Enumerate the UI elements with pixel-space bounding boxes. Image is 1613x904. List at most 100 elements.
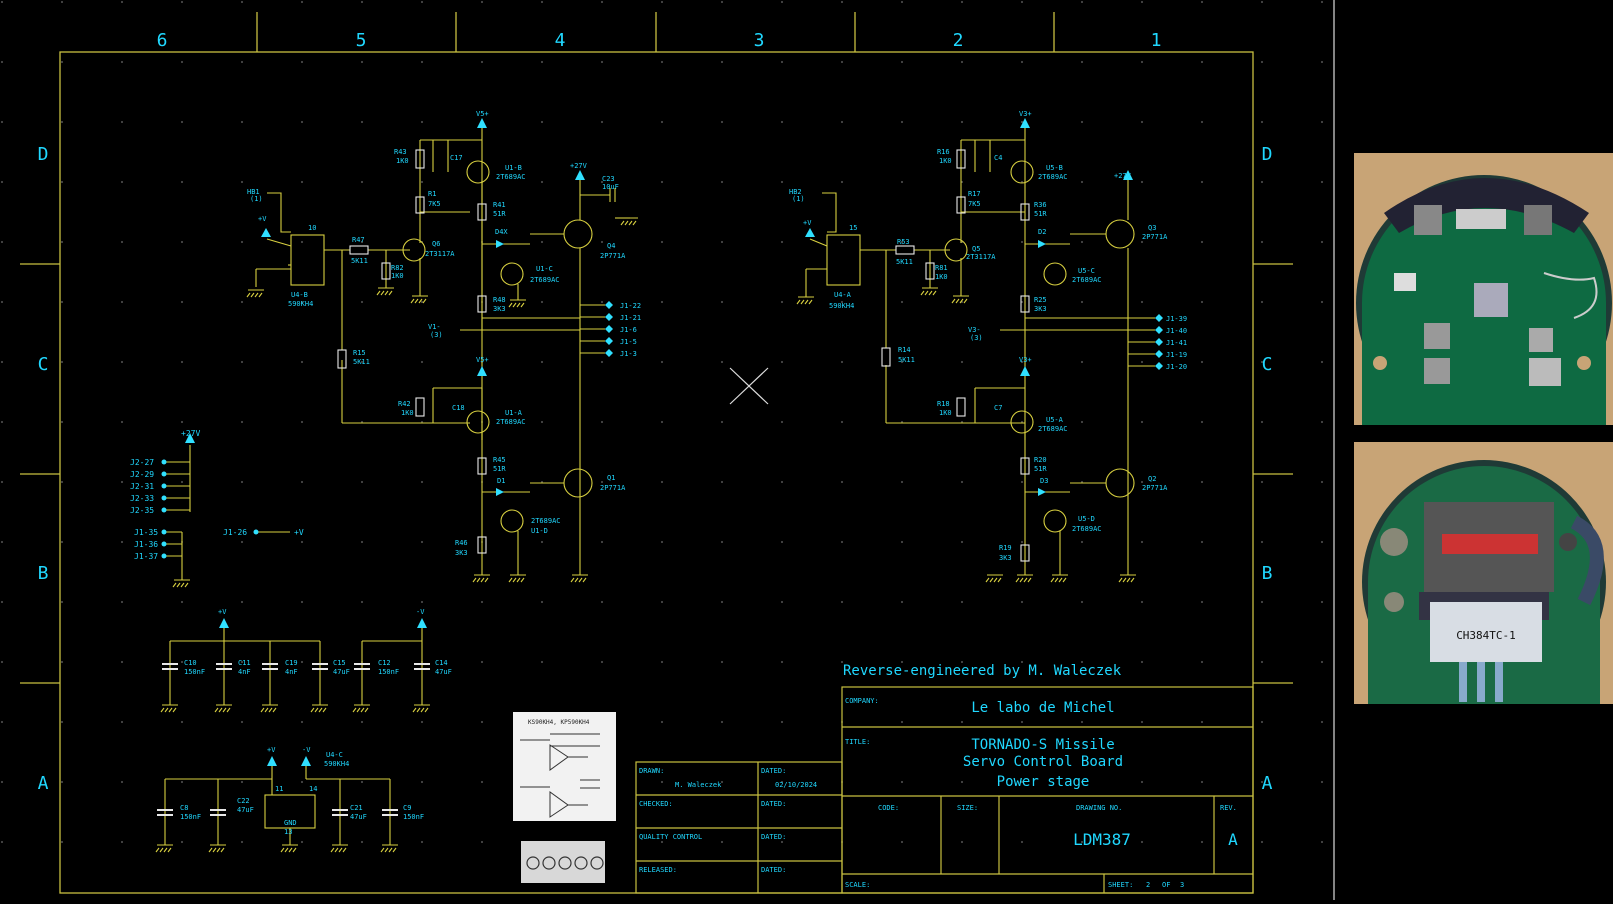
quality-label: QUALITY CONTROL <box>639 833 702 841</box>
j1-26-label: J1-26 <box>223 528 247 537</box>
left-c23-name: C23 <box>602 175 615 183</box>
left-u1c-name: U1-C <box>536 265 553 273</box>
left-r45-name: R45 <box>493 456 506 464</box>
left-jpin-4: J1-3 <box>620 350 637 358</box>
left-u1d-name: U1-D <box>531 527 548 535</box>
right-r53-value: 5K11 <box>896 258 913 266</box>
c10-value: 150nF <box>184 668 205 676</box>
left-r42-name: R42 <box>398 400 411 408</box>
c21-name: C21 <box>350 804 363 812</box>
u4c-gnd: GND <box>284 819 297 827</box>
c15-value: 47uF <box>333 668 350 676</box>
left-jpin-3: J1-5 <box>620 338 637 346</box>
schematic-sheet: 6 5 4 3 2 1 D C B A D C B A <box>0 0 1335 900</box>
sheet-label: SHEET: <box>1108 881 1133 889</box>
size-label: SIZE: <box>957 804 978 812</box>
j2-pin-2: J2-31 <box>130 482 154 491</box>
left-r1-value: 7K5 <box>428 200 441 208</box>
c21-value: 47uF <box>350 813 367 821</box>
left-r47-name: R47 <box>352 236 365 244</box>
left-r82-value: 1K0 <box>391 272 404 280</box>
row-label-c-right: C <box>1262 354 1273 375</box>
connector-supply: +27V <box>181 429 200 438</box>
right-r19-value: 3K3 <box>999 554 1012 562</box>
left-input-ref: HB1 <box>247 188 260 196</box>
left-r42-value: 1K0 <box>401 409 414 417</box>
right-r36-name: R36 <box>1034 201 1047 209</box>
c14-name: C14 <box>435 659 448 667</box>
left-r41-value: 51R <box>493 210 506 218</box>
row-label-b-right: B <box>1262 563 1273 584</box>
decoup2-supply-b: -V <box>302 746 311 754</box>
checked-label: CHECKED: <box>639 800 673 808</box>
right-r17-name: R17 <box>968 190 981 198</box>
right-u5a-name: U5-A <box>1046 416 1064 424</box>
right-u5d-part: 2T689AC <box>1072 525 1102 533</box>
right-input-ref: HB2 <box>789 188 802 196</box>
right-opamp-label: U4-A <box>834 291 852 299</box>
board-photo-bottom: CH384TC-1 <box>1354 442 1613 704</box>
col-label-6: 6 <box>157 30 168 51</box>
c8-value: 150nF <box>180 813 201 821</box>
right-r18-value: 1K0 <box>939 409 952 417</box>
left-q6-name: Q6 <box>432 240 440 248</box>
right-r81-name: R81 <box>935 264 948 272</box>
u4c-pin-a: 11 <box>275 785 283 793</box>
right-jpin-4: J1-20 <box>1166 363 1187 371</box>
c8-name: C8 <box>180 804 188 812</box>
left-q4-name: Q4 <box>607 242 615 250</box>
right-q2-part: 2P771A <box>1142 484 1168 492</box>
sheet-of: OF <box>1162 881 1170 889</box>
drawn-dated-label: DATED: <box>761 767 786 775</box>
u4c-part: 590KH4 <box>324 760 349 768</box>
left-opamp-label: U4-B <box>291 291 308 299</box>
c10-name: C10 <box>184 659 197 667</box>
drawn-date: 02/10/2024 <box>775 781 817 789</box>
title-label: TITLE: <box>845 738 870 746</box>
left-q6-part: 2T3117A <box>425 250 455 258</box>
left-v1-name: V1- <box>428 323 441 331</box>
right-v3-pin: (3) <box>970 334 983 342</box>
ic-thumb-title: KS90KH4, KP590KH4 <box>528 719 590 726</box>
c11-value: 4nF <box>238 668 251 676</box>
left-q4-part: 2P771A <box>600 252 626 260</box>
row-label-d-right: D <box>1262 144 1273 165</box>
board-photo-top <box>1354 153 1613 425</box>
left-c23-value: 10uF <box>602 183 619 191</box>
j1-pin-2: J1-37 <box>134 552 158 561</box>
right-opamp-pwr: +V <box>803 219 812 227</box>
left-r46-name: R46 <box>455 539 468 547</box>
right-v3-name: V3- <box>968 326 981 334</box>
right-u5b-name: U5-B <box>1046 164 1063 172</box>
u4c-pin-gnd: 13 <box>284 828 292 836</box>
left-c17: C17 <box>450 154 463 162</box>
j2-pin-0: J2-27 <box>130 458 154 467</box>
schematic-canvas: 6 5 4 3 2 1 D C B A D C B A <box>0 0 1335 900</box>
right-channel: V3+ +27V HB2 (1) +V 15 U4-A 590KH4 R53 5… <box>789 110 1187 575</box>
rev-label: REV. <box>1220 804 1237 812</box>
board-photos-panel: CH384TC-1 <box>1336 0 1613 900</box>
left-jpin-1: J1-21 <box>620 314 641 322</box>
right-r17-value: 7K5 <box>968 200 981 208</box>
left-u1b-part: 2T689AC <box>496 173 526 181</box>
u4c-name: U4-C <box>326 751 343 759</box>
right-r20-value: 51R <box>1034 465 1047 473</box>
u4c-pin-b: 14 <box>309 785 317 793</box>
col-label-2: 2 <box>953 30 964 51</box>
released-dated-label: DATED: <box>761 866 786 874</box>
right-jpin-1: J1-40 <box>1166 327 1187 335</box>
left-jpin-2: J1-6 <box>620 326 637 334</box>
title-line-3: Power stage <box>997 774 1090 790</box>
right-q5-name: Q5 <box>972 245 980 253</box>
right-pos-supply: +27V <box>1114 172 1132 180</box>
right-r18-name: R18 <box>937 400 950 408</box>
left-d1: D1 <box>497 477 505 485</box>
left-r48-value: 3K3 <box>493 305 506 313</box>
j2-pin-3: J2-33 <box>130 494 154 503</box>
center-mark <box>729 367 769 405</box>
right-r25-value: 3K3 <box>1034 305 1047 313</box>
left-u1c-part: 2T689AC <box>530 276 560 284</box>
code-label: CODE: <box>878 804 899 812</box>
right-r81-value: 1K0 <box>935 273 948 281</box>
left-u1b-name: U1-B <box>505 164 522 172</box>
